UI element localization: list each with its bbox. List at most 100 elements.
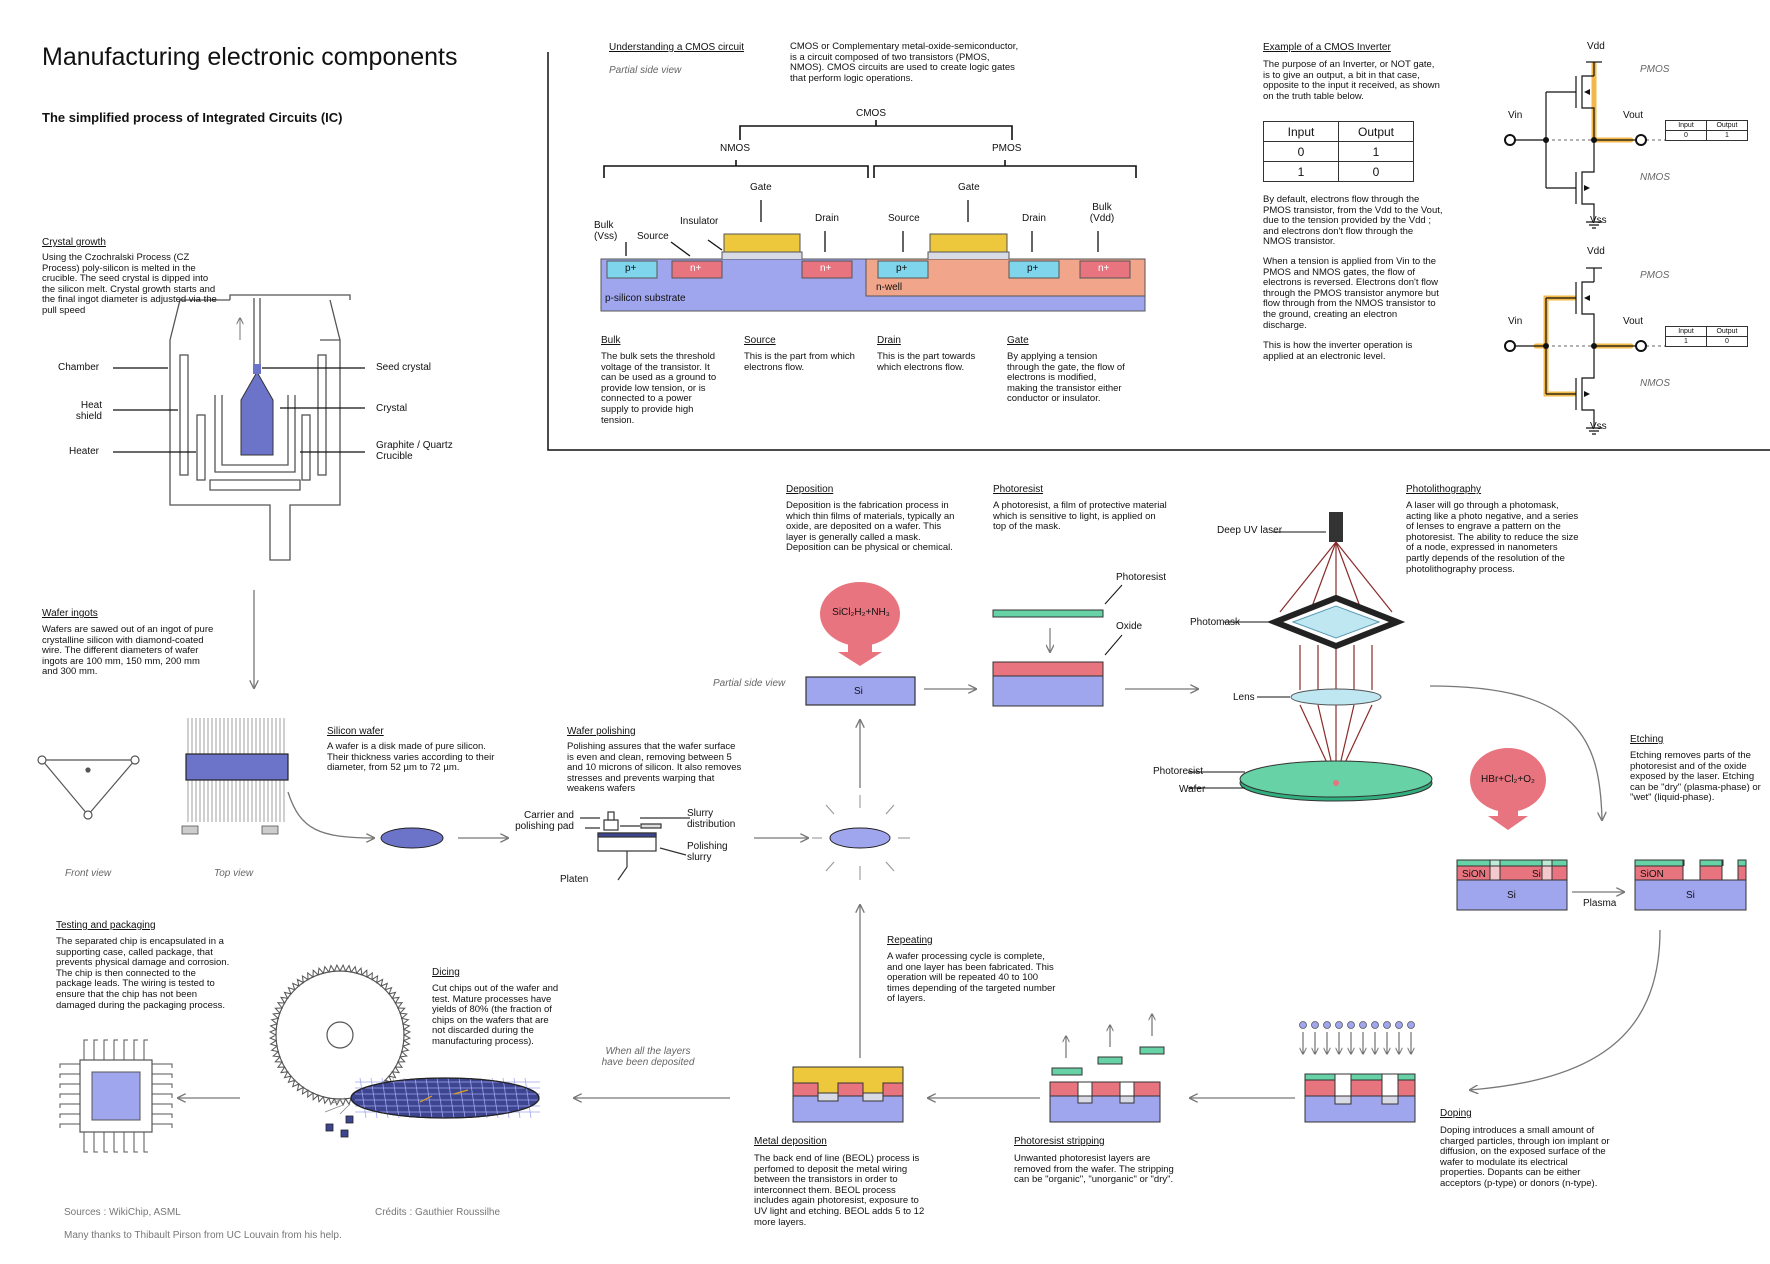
repeating-text: A wafer processing cycle is complete, an… [887, 951, 1056, 1005]
si-label-before: Si [1507, 890, 1516, 901]
photoresist-text: A photoresist, a film of protective mate… [993, 500, 1167, 533]
region-pplus-3: p+ [1027, 263, 1039, 274]
photolitho-photoresist-label: Photoresist [1153, 766, 1204, 777]
sion-label-before: SiON [1462, 869, 1486, 880]
oxide-layer [992, 661, 1104, 677]
gate-label-pmos: Gate [958, 182, 980, 193]
deposition-gas-bubble [820, 582, 900, 646]
crystal-growth-text: Using the Czochralski Process (CZ Proces… [42, 252, 217, 316]
dicing-text: Cut chips out of the wafer and test. Mat… [432, 983, 559, 1047]
bulk-vdd-label: Bulk (Vdd) [1089, 202, 1115, 224]
term-source-heading: Source [744, 335, 776, 346]
cmos-brackets [603, 120, 1137, 178]
diced-wafer [350, 1077, 540, 1119]
insulator-label: Insulator [680, 216, 719, 227]
lens-label: Lens [1233, 692, 1255, 703]
wafer-ingots-text: Wafers are sawed out of an ingot of pure… [42, 624, 214, 678]
label-seed-crystal: Seed crystal [376, 362, 432, 373]
mini-header: Input [1665, 120, 1707, 131]
photolitho-apparatus [1239, 512, 1433, 802]
truth-header-input: Input [1263, 121, 1339, 142]
etching-arrow [1488, 806, 1528, 830]
mini-cell: 0 [1706, 336, 1748, 347]
inverter-text-3: When a tension is applied from Vin to th… [1263, 256, 1439, 331]
inverter-text-2: By default, electrons flow through the P… [1263, 194, 1443, 248]
photomask-label: Photomask [1190, 617, 1241, 628]
dicing-heading: Dicing [432, 967, 460, 978]
label-slurry-distribution: Slurry distribution [687, 808, 736, 830]
region-nplus-3: n+ [1098, 263, 1110, 274]
oxide-label: Oxide [1116, 621, 1143, 632]
term-drain-text: This is the part towards which electrons… [877, 351, 976, 373]
wafer-shine-rays [812, 795, 910, 880]
cmos-cross-section [600, 233, 1146, 312]
polished-wafer [829, 827, 891, 849]
truth-cell: 1 [1338, 141, 1414, 162]
plasma-label: Plasma [1583, 898, 1617, 909]
inverter-text-1: The purpose of an Inverter, or NOT gate,… [1263, 59, 1440, 102]
crystal-ingot [240, 370, 274, 456]
mini-header: Output [1706, 120, 1748, 131]
cut-chips [325, 1115, 354, 1138]
term-bulk-heading: Bulk [601, 335, 621, 346]
metal-deposition-text: The back end of line (BEOL) process is p… [754, 1153, 925, 1228]
ingot-front-view [37, 755, 140, 820]
label-platen: Platen [560, 874, 589, 885]
deposition-heading: Deposition [786, 484, 834, 495]
label-heater: Heater [69, 446, 100, 457]
term-source-text: This is the part from which electrons fl… [744, 351, 855, 373]
vin-label-2: Vin [1508, 316, 1523, 327]
etching-gas-label: HBr+Cl₂+O₂ [1481, 774, 1535, 785]
cz-furnace [169, 294, 351, 561]
deep-uv-laser-label: Deep UV laser [1217, 525, 1283, 536]
doping-text: Doping introduces a small amount of char… [1440, 1125, 1610, 1189]
deposition-partial-view: Partial side view [713, 678, 786, 689]
deposition-gas-label: SiCl₂H₂+NH₃ [832, 607, 890, 618]
sion-label-after: SiON [1640, 869, 1664, 880]
crystal-growth-heading: Crystal growth [42, 237, 106, 248]
doping-diagram [1299, 1021, 1416, 1123]
deposition-text: Deposition is the fabrication process in… [786, 500, 955, 554]
inverter-schematic-default [1504, 61, 1666, 229]
mini-header: Input [1665, 326, 1707, 337]
etching-after [1634, 859, 1747, 911]
substrate-label: p-silicon substrate [605, 293, 686, 304]
label-polishing-slurry: Polishing slurry [687, 841, 728, 863]
photolitho-wafer-label: Wafer [1179, 784, 1206, 795]
stripping-text: Unwanted photoresist layers are removed … [1014, 1153, 1174, 1186]
cmos-text: CMOS or Complementary metal-oxide-semico… [790, 41, 1019, 84]
label-crystal: Crystal [376, 403, 408, 414]
truth-cell: 0 [1338, 161, 1414, 182]
term-drain-heading: Drain [877, 335, 901, 346]
photoresist-film [992, 609, 1104, 618]
cmos-partial-view: Partial side view [609, 65, 682, 76]
silicon-wafer-disk [380, 827, 444, 849]
nmos-label-1: NMOS [1640, 172, 1670, 183]
label-crucible: Graphite / Quartz Crucible [376, 440, 453, 462]
label-chamber: Chamber [58, 362, 100, 373]
bulk-vss-label: Bulk (Vss) [594, 220, 618, 242]
drain-label-nmos: Drain [815, 213, 839, 224]
wafer-polishing-heading: Wafer polishing [567, 726, 636, 737]
si-label-after: Si [1686, 890, 1695, 901]
photoresist-film-label: Photoresist [1116, 572, 1167, 583]
drain-label-pmos: Drain [1022, 213, 1046, 224]
stripping-heading: Photoresist stripping [1014, 1136, 1105, 1147]
top-view-caption: Top view [214, 868, 254, 879]
doping-heading: Doping [1440, 1108, 1472, 1119]
cmos-frame [547, 52, 1770, 451]
when-layers-deposited-caption: When all the layers have been deposited [601, 1046, 695, 1068]
etching-gas-bubble [1470, 748, 1546, 812]
inverter-text-4: This is how the inverter operation is ap… [1263, 340, 1413, 362]
mini-header: Output [1706, 326, 1748, 337]
vout-label-1: Vout [1623, 110, 1644, 121]
region-pplus-2: p+ [896, 263, 908, 274]
testing-heading: Testing and packaging [56, 920, 156, 931]
deposition-arrow [838, 640, 882, 666]
label-carrier-pad: Carrier and polishing pad [515, 810, 574, 832]
ingot-top-view [181, 718, 289, 835]
truth-cell: 1 [1263, 161, 1339, 182]
